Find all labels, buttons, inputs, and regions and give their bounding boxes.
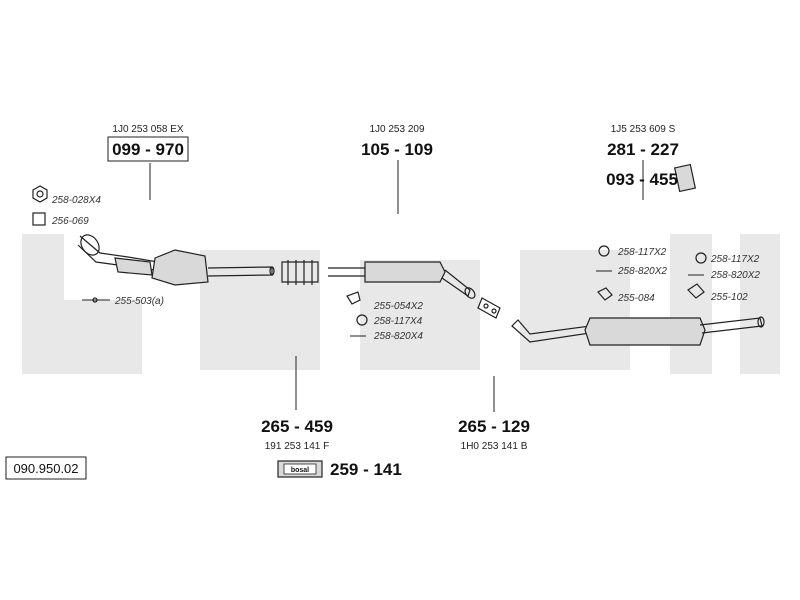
front-pipe-number[interactable]: 099 - 970 — [112, 140, 184, 159]
coupling-flange[interactable] — [477, 297, 501, 319]
rear-ring-right-label: 258-117X2 — [710, 254, 760, 265]
rear-bolt-right-label: 258-820X2 — [710, 270, 760, 281]
gasket-kit-badge: bosal — [277, 460, 323, 478]
gasket-label: 255-503(a) — [114, 296, 164, 307]
ring-icon — [32, 212, 46, 226]
brand-label: bosal — [291, 467, 309, 474]
hanger-left-rear[interactable] — [597, 287, 613, 301]
part-number-box — [107, 136, 189, 162]
pipe-clamp[interactable] — [281, 260, 319, 285]
front-section-number[interactable]: 265 - 459 — [261, 417, 333, 436]
gasket-kit-number[interactable]: 259 - 141 — [330, 460, 402, 479]
hanger-right-rear[interactable] — [687, 283, 705, 299]
front-pipe-catalyst[interactable] — [77, 231, 275, 286]
rear-muffler-number[interactable]: 265 - 129 — [458, 417, 530, 436]
diagram-number-box — [5, 456, 87, 480]
rear-hanger-right-label: 255-102 — [710, 292, 748, 303]
middle-pipe[interactable] — [328, 261, 477, 300]
nut-label: 258-028X4 — [51, 195, 101, 206]
rear-ring-right-icon — [695, 252, 707, 264]
front-section-oem: 191 253 141 F — [265, 441, 330, 452]
rear-muffler-oem: 1H0 253 141 B — [461, 441, 528, 452]
mid-ring-icon — [356, 314, 368, 326]
diagram-number: 090.950.02 — [13, 461, 78, 476]
bosal-watermark — [22, 234, 780, 374]
rear-ring-left-label: 258-117X2 — [617, 247, 667, 258]
middle-pipe-oem: 1J0 253 209 — [369, 124, 424, 135]
gasket-icon — [82, 297, 110, 303]
tail-pipe-number[interactable]: 281 - 227 — [607, 140, 679, 159]
rear-ring-left-icon — [598, 245, 610, 257]
front-pipe-oem: 1J0 253 058 EX — [112, 124, 183, 135]
middle-pipe-number[interactable]: 105 - 109 — [361, 140, 433, 159]
hanger-center[interactable] — [346, 291, 361, 305]
mid-clamp-label: 255-054X2 — [373, 301, 423, 312]
tail-bracket-icon — [673, 163, 697, 193]
tail-bracket-number[interactable]: 093 - 455 — [606, 170, 678, 189]
nut-icon — [32, 185, 48, 203]
tail-pipe-oem: 1J5 253 609 S — [611, 124, 676, 135]
rear-muffler[interactable] — [511, 316, 765, 346]
mid-bolt-label: 258-820X4 — [373, 331, 423, 342]
rear-bolt-left-label: 258-820X2 — [617, 266, 667, 277]
leader-lines — [149, 160, 644, 412]
ring-label: 256-069 — [51, 216, 89, 227]
rear-hanger-left-label: 255-084 — [617, 293, 655, 304]
mid-ring-label: 258-117X4 — [373, 316, 423, 327]
